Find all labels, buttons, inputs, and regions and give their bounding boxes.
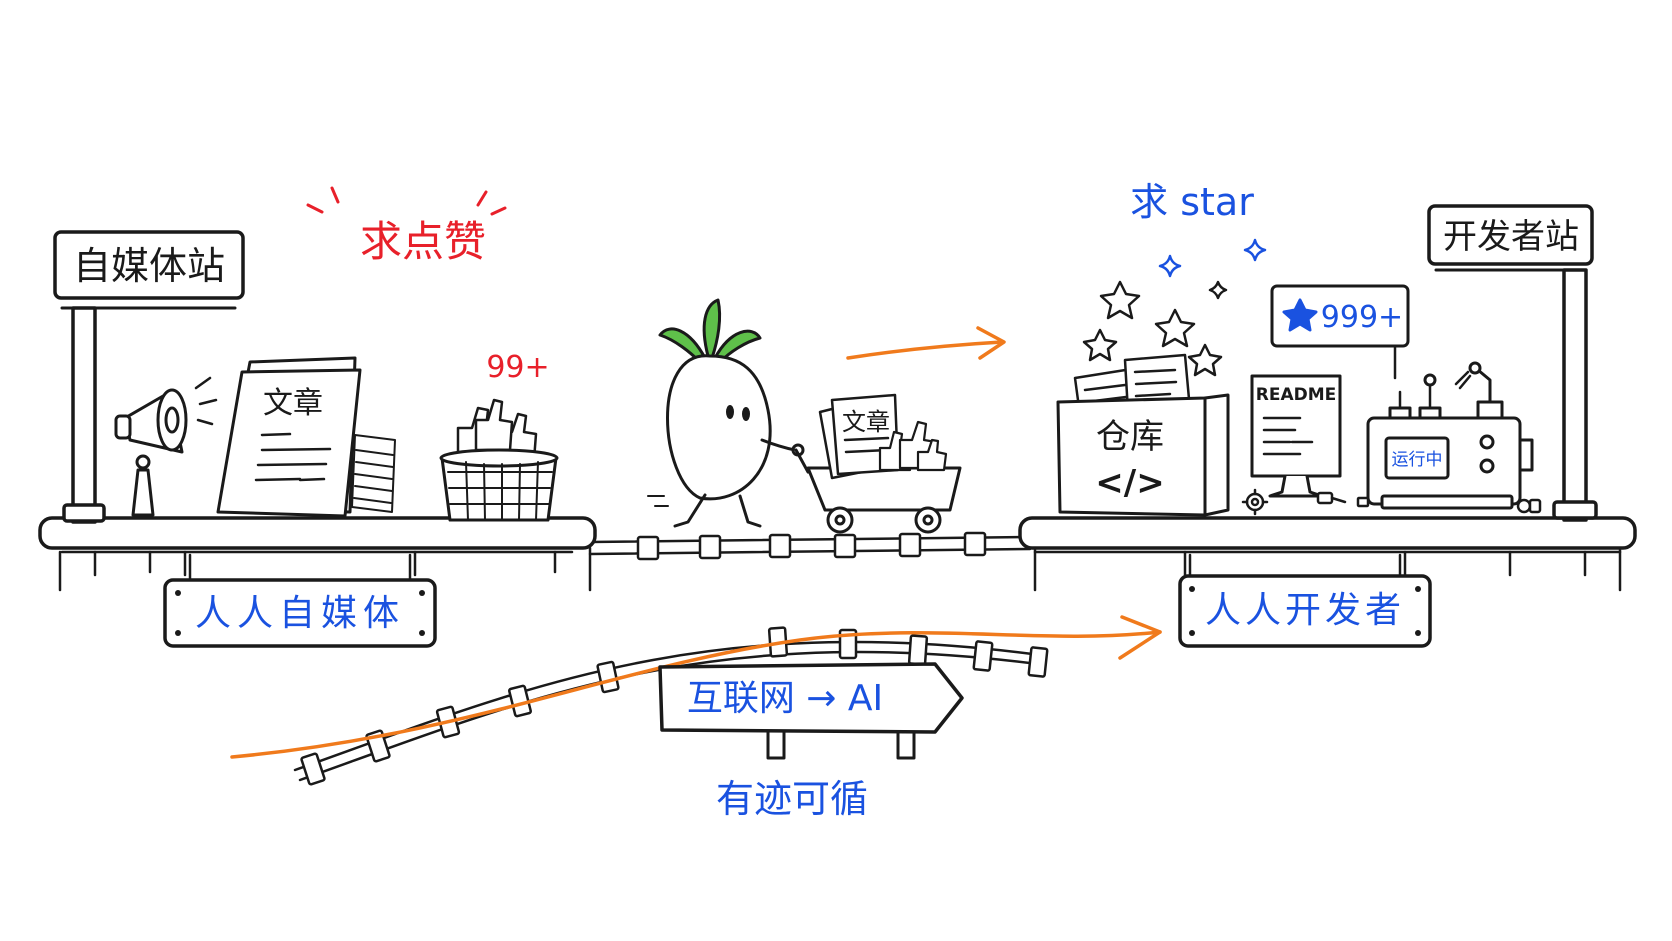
running-machine (1366, 361, 1534, 510)
readme-label: README (1256, 385, 1337, 405)
machine-status-label: 运行中 (1392, 450, 1443, 470)
right-station-sign: 开发者站 (1443, 217, 1579, 257)
likes-count-badge: 99+ (486, 350, 549, 385)
likes-basket (439, 398, 559, 522)
star-count-board (1270, 284, 1410, 380)
article-document-label: 文章 (263, 386, 323, 421)
star-icon (1082, 280, 1223, 377)
center-rail (588, 531, 1032, 561)
shout-burst-lines (306, 186, 507, 216)
bottom-caption: 有迹可循 (716, 777, 868, 821)
direction-sign-text: 互联网 → AI (687, 678, 883, 719)
push-cart (794, 393, 962, 534)
megaphone-icon (114, 376, 218, 517)
repository-label: 仓库 (1096, 417, 1164, 457)
left-shout-text: 求点赞 (360, 217, 486, 266)
thumbs-up-icon (456, 398, 538, 462)
thumbs-up-icon (878, 420, 948, 472)
repository-box (1056, 353, 1230, 517)
direction-signpost (658, 662, 964, 760)
right-platform (1018, 516, 1637, 592)
star-icon (1282, 298, 1318, 332)
right-sign-post (1427, 204, 1598, 522)
left-plaque-frame (163, 553, 437, 648)
left-sign-post (53, 230, 245, 524)
readme-monitor (1250, 374, 1342, 498)
left-platform (38, 516, 597, 592)
sparkle-icon (1158, 238, 1267, 278)
right-shout-text: 求 star (1130, 180, 1254, 224)
article-document-icon (216, 356, 396, 518)
bolt-parts (1316, 491, 1542, 514)
gear-icon (1241, 488, 1269, 516)
sparkle-icon (1208, 280, 1228, 300)
radish-character (647, 298, 805, 528)
orange-progress-arrow (230, 615, 1162, 759)
repository-code-label: </> (1095, 463, 1164, 503)
right-plaque-frame (1178, 553, 1432, 648)
left-station-plaque: 人人自媒体 (195, 593, 405, 634)
orange-forward-arrow (846, 326, 1006, 360)
left-station-sign: 自媒体站 (73, 244, 225, 288)
right-station-plaque: 人人开发者 (1205, 590, 1405, 631)
lower-track (293, 626, 1049, 786)
cart-document-label: 文章 (842, 408, 890, 436)
robot-arm-icon (1468, 361, 1482, 375)
star-count-badge: 999+ (1321, 300, 1403, 335)
